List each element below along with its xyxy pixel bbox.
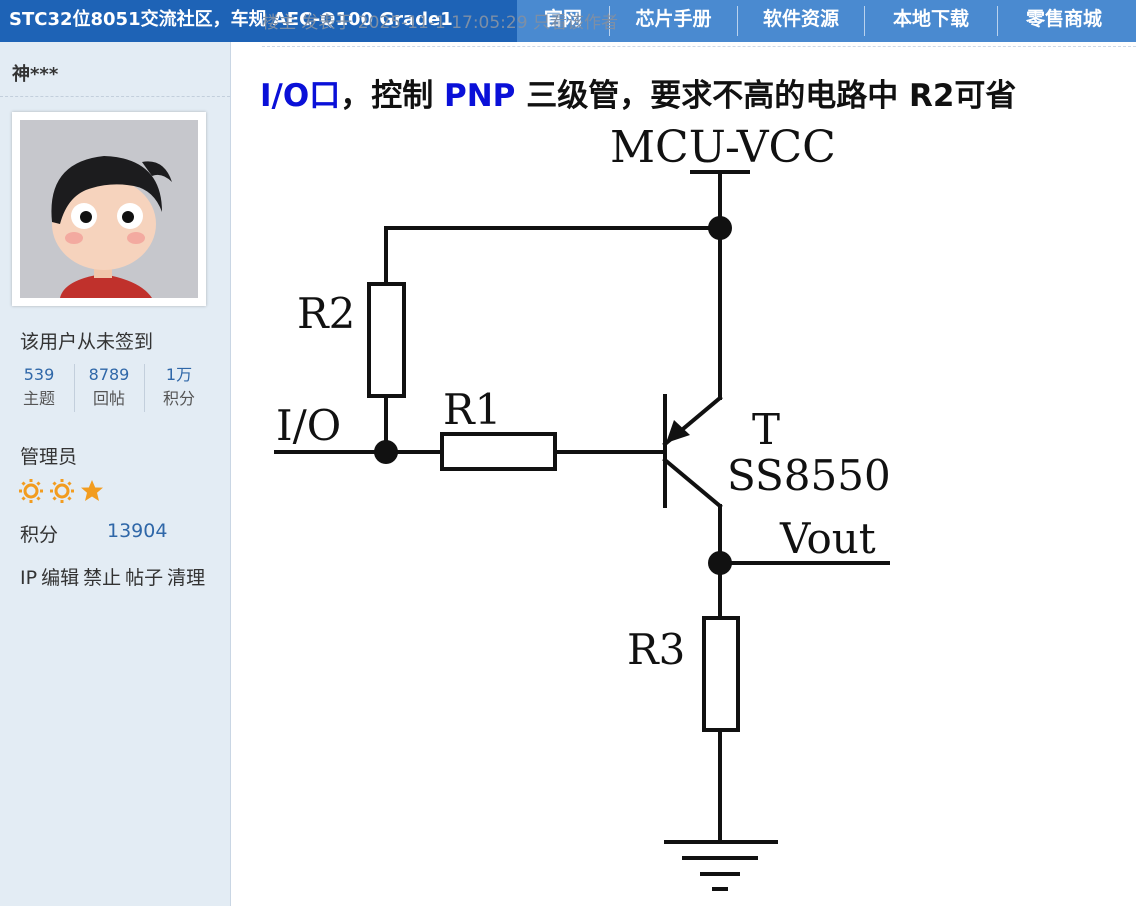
username[interactable]: 神***	[12, 64, 59, 85]
label-transistor-part: SS8550	[727, 451, 891, 500]
avatar[interactable]	[12, 112, 206, 306]
profile-divider	[0, 96, 230, 97]
stat-points[interactable]: 1万 积分	[144, 364, 214, 412]
junction-dot	[708, 216, 732, 240]
label-transistor-ref: T	[752, 405, 780, 454]
stat-divider	[144, 364, 145, 412]
nav-item-local-download[interactable]: 本地下载	[892, 8, 969, 30]
stat-points-value[interactable]: 1万	[165, 365, 193, 384]
label-mcu-vcc: MCU-VCC	[610, 122, 836, 173]
sun-icon	[19, 479, 43, 503]
stat-replies-label: 回帖	[92, 389, 125, 408]
points-label: 积分	[20, 524, 59, 546]
admin-link-posts[interactable]: 帖子	[125, 567, 164, 589]
nav-item-software[interactable]: 软件资源	[762, 8, 839, 30]
meta-divider	[262, 46, 1136, 47]
sun-icon	[50, 479, 74, 503]
nav-divider	[737, 6, 738, 36]
junction-dot	[708, 551, 732, 575]
stat-threads-value[interactable]: 539	[23, 365, 55, 384]
emitter-arrow	[666, 420, 690, 443]
junction-dot	[374, 440, 398, 464]
title-part-pnp: PNP	[444, 78, 516, 114]
site-brand[interactable]: STC32位8051交流社区，车规 AEC-Q100 Grade1	[0, 0, 517, 42]
star-icon	[81, 480, 103, 501]
stat-threads[interactable]: 539 主题	[4, 364, 74, 412]
signin-status: 该用户从未签到	[20, 331, 154, 353]
admin-link-ip[interactable]: IP	[20, 567, 38, 589]
publish-time: 发表于 2025-11-1 17:05:29	[301, 13, 528, 33]
label-io: I/O	[276, 401, 341, 450]
title-part-control: ，控制	[340, 78, 445, 114]
stat-replies[interactable]: 8789 回帖	[74, 364, 144, 412]
admin-link-clean[interactable]: 清理	[167, 567, 206, 589]
nav-item-store[interactable]: 零售商城	[1025, 8, 1102, 30]
label-r2: R2	[297, 289, 355, 338]
author-only-link[interactable]: 只看该作者	[532, 13, 618, 33]
label-r1: R1	[443, 385, 501, 434]
post-title: I/O口，控制 PNP 三级管，要求不高的电路中 R2可省	[260, 70, 1016, 115]
points-value: 13904	[107, 520, 168, 542]
resistor-r1	[440, 432, 557, 471]
title-part-io: I/O口	[260, 78, 341, 114]
stat-divider	[74, 364, 75, 412]
admin-link-ban[interactable]: 禁止	[83, 567, 122, 589]
user-role[interactable]: 管理员	[20, 446, 78, 468]
resistor-r3	[702, 616, 740, 732]
resistor-r2	[367, 282, 406, 398]
label-r3: R3	[627, 625, 685, 674]
nav-item-official-site[interactable]: 官网	[543, 8, 582, 30]
floor-label[interactable]: 楼主	[262, 13, 296, 33]
nav-divider	[864, 6, 865, 36]
top-nav-bar: STC32位8051交流社区，车规 AEC-Q100 Grade1 官网 芯片手…	[0, 0, 1136, 42]
nav-item-chip-manual[interactable]: 芯片手册	[635, 8, 712, 30]
stat-points-label: 积分	[162, 389, 195, 408]
stat-threads-label: 主题	[22, 389, 55, 408]
nav-divider	[997, 6, 998, 36]
admin-link-edit[interactable]: 编辑	[41, 567, 80, 589]
label-vout: Vout	[779, 514, 876, 563]
post-meta: 楼主 发表于 2025-11-1 17:05:29 只看该作者	[262, 8, 618, 33]
nav-divider	[609, 6, 610, 36]
title-part-rest: 三级管，要求不高的电路中 R2可省	[515, 78, 1017, 114]
stat-replies-value[interactable]: 8789	[88, 365, 130, 384]
avatar-image	[20, 120, 198, 298]
pnp-circuit-schematic: MCU-VCC R2 I/O R1 T SS8550 Vout R3	[274, 122, 891, 891]
rank-stars	[18, 478, 108, 504]
